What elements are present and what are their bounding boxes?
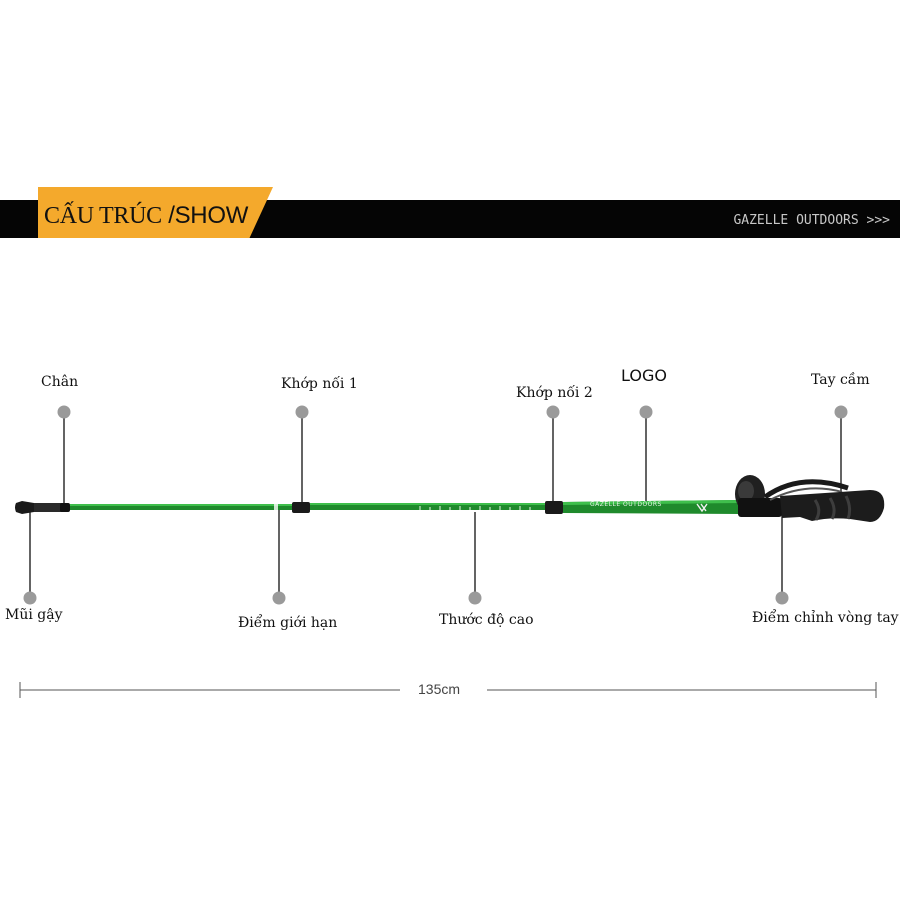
limit-mark bbox=[274, 503, 278, 511]
brand-link[interactable]: GAZELLE OUTDOORS >>> bbox=[733, 213, 890, 228]
leader-lines bbox=[29, 412, 842, 598]
pole-logo-text: GAZELLE OUTDOORS bbox=[590, 501, 662, 508]
dot-diem-gioi-han bbox=[272, 591, 286, 605]
middle-section-highlight bbox=[310, 503, 546, 505]
section-title: CẤU TRÚC /SHOW bbox=[44, 202, 248, 230]
middle-section bbox=[310, 503, 546, 510]
dot-logo bbox=[639, 405, 653, 419]
title-prefix: CẤU TRÚC bbox=[44, 203, 162, 229]
label-tay-cam: Tay cầm bbox=[811, 372, 870, 388]
dot-tay-cam bbox=[834, 405, 848, 419]
dimension-line bbox=[19, 682, 877, 698]
dot-mui-gay bbox=[23, 591, 37, 605]
marker-dots bbox=[23, 405, 848, 605]
trekking-pole bbox=[15, 475, 885, 522]
label-diem-gioi-han: Điểm giới hạn bbox=[238, 615, 338, 631]
dot-thuoc-do-cao bbox=[468, 591, 482, 605]
joint-1 bbox=[292, 502, 310, 513]
brand-arrows-icon: >>> bbox=[866, 213, 890, 228]
pole-tip-ferrule bbox=[34, 503, 64, 512]
label-khop-noi-2: Khớp nối 2 bbox=[516, 385, 593, 401]
pole-logo-icon bbox=[696, 503, 708, 513]
strap-adjuster-highlight bbox=[738, 481, 754, 501]
dot-khop-noi-2 bbox=[546, 405, 560, 419]
label-logo: LOGO bbox=[621, 366, 667, 385]
joint-2 bbox=[545, 501, 563, 514]
header-tab bbox=[38, 187, 273, 238]
grip-ridges bbox=[813, 495, 852, 521]
dot-chan bbox=[57, 405, 71, 419]
title-suffix: /SHOW bbox=[168, 202, 249, 229]
label-diem-chinh-vong-tay: Điểm chỉnh vòng tay bbox=[752, 610, 899, 626]
pole-tip bbox=[15, 501, 34, 514]
lower-section bbox=[70, 504, 292, 510]
upper-section-highlight bbox=[563, 500, 740, 505]
grip-collar bbox=[738, 498, 782, 517]
dot-khop-noi-1 bbox=[295, 405, 309, 419]
label-thuoc-do-cao: Thước độ cao bbox=[439, 612, 534, 628]
label-khop-noi-1: Khớp nối 1 bbox=[281, 376, 358, 392]
label-chan: Chân bbox=[41, 374, 79, 390]
dot-diem-chinh-vong-tay bbox=[775, 591, 789, 605]
brand-name: GAZELLE OUTDOORS bbox=[733, 213, 859, 228]
dimension-label: 135cm bbox=[418, 681, 461, 697]
wrist-strap bbox=[763, 479, 849, 500]
label-mui-gay: Mũi gậy bbox=[5, 607, 63, 623]
wrist-strap-edge bbox=[769, 487, 843, 501]
height-scale bbox=[419, 506, 531, 510]
lower-section-highlight bbox=[70, 504, 292, 506]
foot-ring bbox=[60, 503, 70, 512]
